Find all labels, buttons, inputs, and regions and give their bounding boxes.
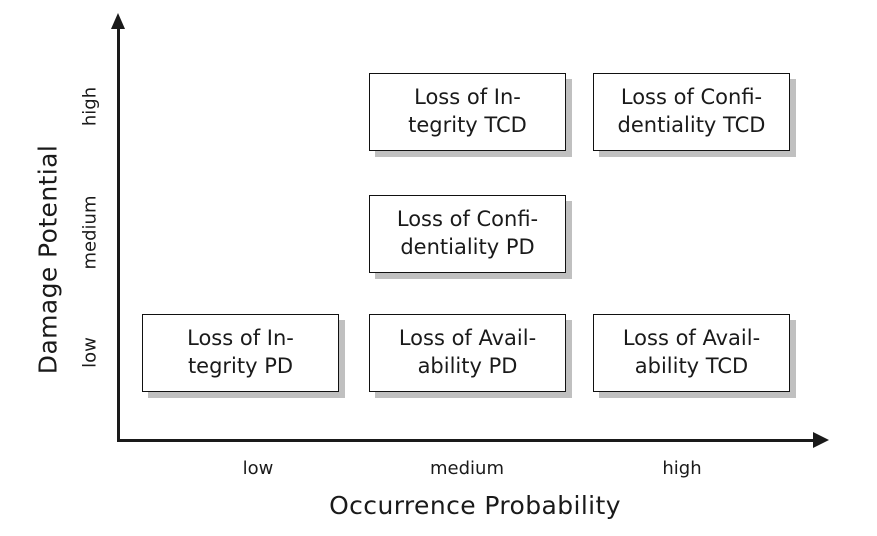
cell-text-line-2: tegrity PD xyxy=(187,354,294,378)
x-axis-line xyxy=(117,439,817,442)
cell-text-line-1: Loss of Confi- xyxy=(620,85,763,110)
cell-text-line-1: Loss of Avail- xyxy=(622,326,761,351)
x-tick-high: high xyxy=(662,458,702,479)
x-tick-low: low xyxy=(242,458,274,479)
x-axis-title: Occurrence Probability xyxy=(329,491,621,520)
y-tick-low: low xyxy=(79,337,101,368)
cell-text-line-2: dentiality TCD xyxy=(617,113,766,137)
cell-text-line-1: Loss of Confi- xyxy=(396,207,539,232)
cell-integrity-pd[interactable]: Loss of In- tegrity PD xyxy=(142,314,339,392)
cell-confidentiality-pd[interactable]: Loss of Confi- dentiality PD xyxy=(369,195,566,273)
y-axis-arrow-icon xyxy=(111,13,125,29)
y-tick-medium: medium xyxy=(79,195,101,270)
cell-text-line-1: Loss of In- xyxy=(414,85,521,110)
cell-text-line-2: ability TCD xyxy=(634,354,749,378)
cell-confidentiality-tcd[interactable]: Loss of Confi- dentiality TCD xyxy=(593,73,790,151)
cell-text-line-2: ability PD xyxy=(417,354,518,378)
cell-text-line-1: Loss of Avail- xyxy=(398,326,537,351)
y-tick-high: high xyxy=(79,86,101,127)
y-axis-title: Damage Potential xyxy=(33,144,63,375)
cell-text-line-1: Loss of In- xyxy=(187,326,294,351)
cell-integrity-tcd[interactable]: Loss of In- tegrity TCD xyxy=(369,73,566,151)
x-tick-medium: medium xyxy=(430,458,504,479)
cell-text-line-2: tegrity TCD xyxy=(408,113,527,137)
cell-text-line-2: dentiality PD xyxy=(400,235,535,259)
cell-availability-tcd[interactable]: Loss of Avail- ability TCD xyxy=(593,314,790,392)
y-axis-line xyxy=(117,26,120,442)
x-axis-arrow-icon xyxy=(813,432,829,448)
cell-availability-pd[interactable]: Loss of Avail- ability PD xyxy=(369,314,566,392)
